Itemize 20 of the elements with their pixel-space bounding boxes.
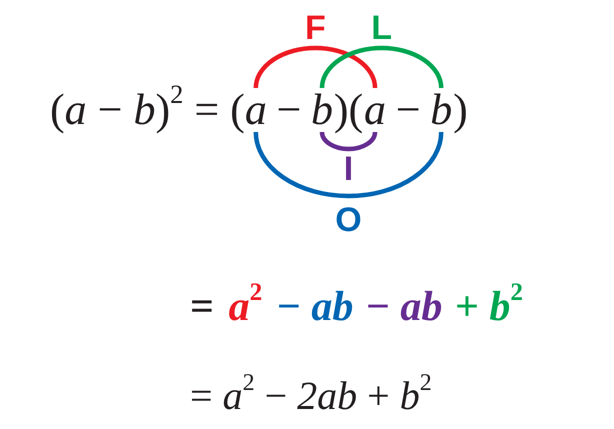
- equals-sign: =: [190, 286, 214, 328]
- minus-sign: −: [276, 88, 302, 132]
- variable-term: b: [310, 88, 333, 132]
- math-expression: (a − b)$^{2}$ = (: [50, 88, 245, 132]
- edge-label: L: [371, 11, 392, 45]
- edge-label: O: [335, 203, 362, 237]
- math-term: − ab: [366, 286, 442, 328]
- variable-term: b: [430, 88, 452, 132]
- math-expression: = a$^{2}$ − 2ab + b$^{2}$: [190, 376, 432, 416]
- closing-parenthesis: ): [453, 88, 468, 132]
- connector-arc: [320, 46, 444, 88]
- variable-term: a: [364, 88, 386, 132]
- math-term: − ab: [276, 286, 354, 328]
- edge-label: I: [344, 152, 354, 186]
- minus-sign: −: [396, 88, 421, 132]
- parentheses: )(: [334, 88, 364, 132]
- edge-label: F: [305, 11, 326, 45]
- connector-arc: [254, 46, 378, 88]
- variable-term: a: [244, 88, 267, 132]
- connector-arc: [254, 132, 444, 198]
